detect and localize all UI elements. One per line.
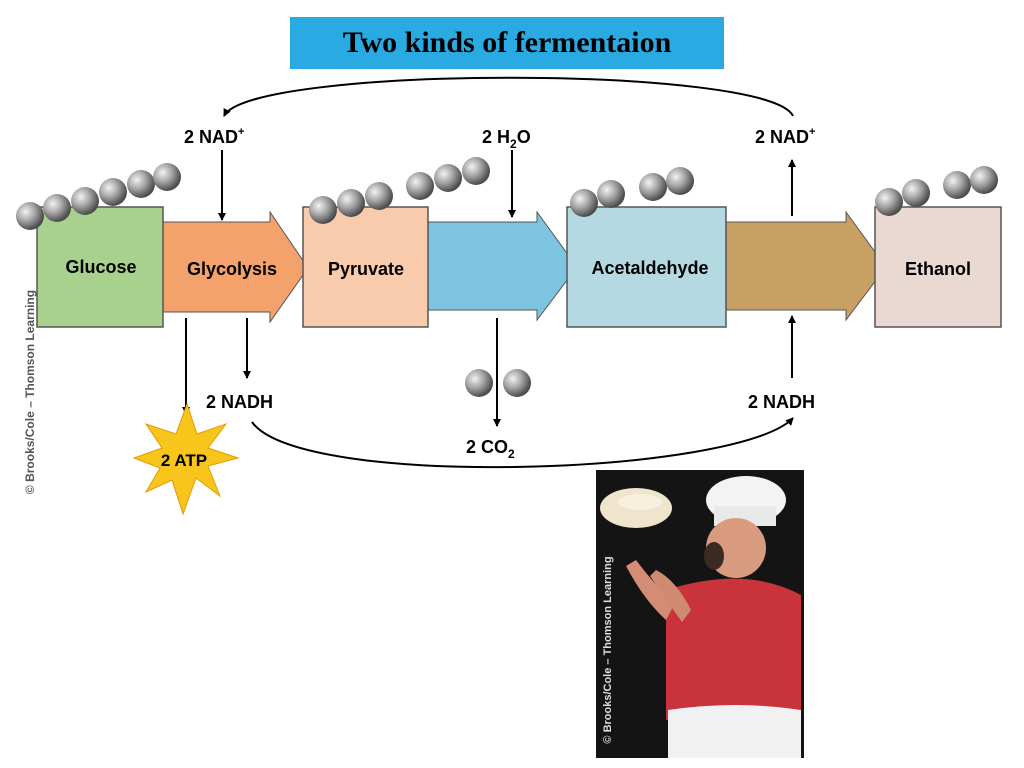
water-label: 2 H2O [482,127,531,151]
nadh-left-label: 2 NADH [206,392,273,412]
right-arm [650,570,691,622]
nad-recycle-arrow [223,76,794,117]
pyruvate-label: Pyruvate [328,259,404,279]
nadh-right-label: 2 NADH [748,392,815,412]
pyruvate-box [302,206,429,328]
title-box: Two kinds of fermentaion [290,17,724,69]
co2-label: 2 CO2 [466,437,515,461]
co2-carbons [465,369,531,397]
glucose-box [36,206,164,328]
left-arm [626,560,674,620]
atp-starburst [132,402,240,516]
glucose-carbons [16,163,181,230]
baker-illustration [596,470,804,758]
decarboxylation-arrow [425,210,578,322]
atp-label: 2 ATP [161,451,207,470]
red-shirt [666,578,801,720]
photo-credit: © Brooks/Cole – Thomson Learning [602,556,614,744]
baker-photo [596,470,804,758]
ethanol-carbons [875,166,998,216]
acetaldehyde-label: Acetaldehyde [591,258,708,278]
glycolysis-label: Glycolysis [187,259,277,279]
pyruvate-carbons [309,157,490,224]
nad-left-label: 2 NAD+ [184,126,244,147]
ethanol-label: Ethanol [905,259,971,279]
acetaldehyde-carbons [570,167,694,217]
glycolysis-arrow [159,210,309,324]
nad-right-label: 2 NAD+ [755,126,815,147]
nadh-transfer-arrow [251,417,794,469]
apron [668,705,801,758]
page-title: Two kinds of fermentaion [342,26,672,59]
reduction-arrow [723,210,887,322]
ethanol-box [874,206,1002,328]
glucose-label: Glucose [65,257,136,277]
acetaldehyde-box [566,206,727,328]
